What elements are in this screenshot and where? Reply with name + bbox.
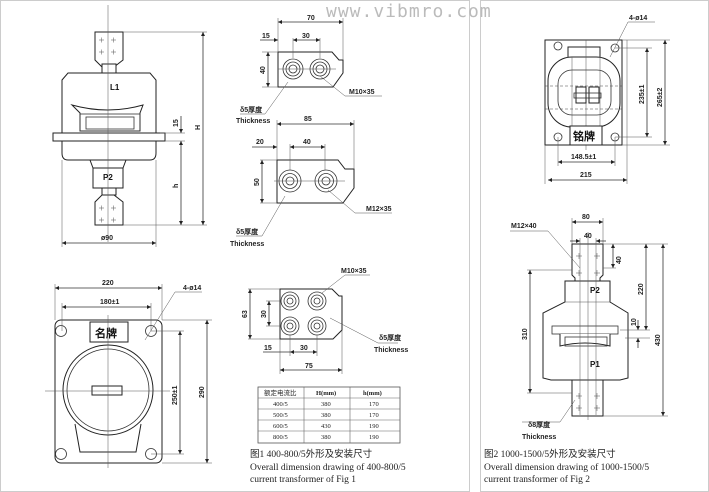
terminal-p2-label: P2	[103, 173, 113, 182]
dim-40: 40	[303, 139, 311, 146]
dim-30: 30	[302, 33, 310, 40]
dim-430: 430	[655, 334, 662, 346]
dim-75: 75	[305, 363, 313, 370]
dim-15: 15	[264, 345, 272, 352]
dim-30-vertical: 30	[261, 310, 268, 318]
bolt-label: M10×35	[349, 89, 375, 96]
thickness-cn: δ5厚度	[379, 333, 402, 342]
dim-180: 180±1	[100, 299, 120, 306]
fig1-caption-cn: 图1 400-800/5外形及安装尺寸	[250, 448, 373, 460]
table-cell: 800/5	[273, 434, 288, 441]
dim-148-5: 148.5±1	[571, 154, 596, 161]
fig1-base-view: 名牌 220 180±1 290 250±1 4-ø14	[45, 280, 212, 468]
dim-63: 63	[242, 310, 249, 318]
fig1-caption-en-2: current transformer of Fig 1	[250, 474, 356, 485]
table-cell: 190	[369, 434, 379, 441]
dim-250: 250±1	[172, 385, 179, 405]
table-header: h(mm)	[363, 390, 382, 397]
dim-265: 265±2	[657, 87, 664, 107]
fig2-side-view: 80 40 M12×40 40 220 10 430 310 P2 P1 δ8厚…	[510, 214, 668, 441]
table-cell: 380	[321, 412, 331, 419]
nameplate-label: 名牌	[95, 326, 117, 340]
dim-215: 215	[580, 172, 592, 179]
terminal-a-detail: 70 15 30 40 M10×35 δ5厚度 Thickness	[236, 15, 382, 125]
fig2-caption-en-2: current transformer of Fig 2	[484, 474, 590, 485]
dim-40: 40	[260, 66, 267, 74]
bolt-label: M12×40	[511, 223, 537, 230]
terminal-p1-label: P1	[590, 360, 600, 369]
bolt-label: M12×35	[366, 206, 392, 213]
dim-H: H	[195, 125, 202, 130]
thickness-en: Thickness	[522, 434, 556, 441]
holes-label: 4-ø14	[629, 15, 647, 22]
terminal-l1-label: L1	[110, 83, 120, 92]
dim-15: 15	[262, 33, 270, 40]
fig1-front-view: L1 P2 H h 15 ø90	[52, 5, 207, 247]
table-header: H(mm)	[316, 390, 336, 397]
dim-h: h	[173, 184, 180, 188]
dim-80: 80	[582, 214, 590, 221]
dim-85: 85	[304, 116, 312, 123]
nameplate-box	[569, 125, 603, 146]
thickness-cn: δ5厚度	[240, 105, 263, 114]
dim-50: 50	[254, 178, 261, 186]
terminal-c-detail: 63 30 15 30 75 M10×35 δ5厚度 Thickness	[242, 268, 408, 374]
terminal-p2-label: P2	[590, 286, 600, 295]
table-cell: 170	[369, 412, 379, 419]
watermark: www.vibmro.com	[326, 1, 492, 22]
dim-30: 30	[300, 345, 308, 352]
fig2-caption-en-1: Overall dimension drawing of 1000-1500/5	[484, 462, 649, 473]
thickness-en: Thickness	[230, 241, 264, 248]
table-header: 额定电流比	[264, 388, 297, 397]
table-cell: 600/5	[273, 423, 288, 430]
mounting-flange	[52, 132, 166, 142]
top-terminal-bar	[94, 31, 124, 68]
nameplate-box	[89, 321, 129, 343]
fig1-caption-en-1: Overall dimension drawing of 400-800/5	[250, 462, 406, 473]
table-cell: 190	[369, 423, 379, 430]
fig2-caption-cn: 图2 1000-1500/5外形及安装尺寸	[484, 448, 616, 460]
table-cell: 380	[321, 401, 331, 408]
thickness-en: Thickness	[374, 347, 408, 354]
thickness-cn: δ5厚度	[236, 227, 259, 236]
fig2-top-view: 铭牌 4-ø14 148.5±1 215 235±1 265±2	[544, 15, 670, 184]
dim-220: 220	[102, 280, 114, 287]
table-cell: 380	[321, 434, 331, 441]
dim-40-pitch: 40	[584, 233, 592, 240]
thickness-en: Thickness	[236, 118, 270, 125]
terminal-b-detail: 85 20 40 50 M12×35 δ5厚度 Thickness	[230, 116, 392, 248]
rating-table: 额定电流比 H(mm) h(mm) 400/5 380 170 500/5 380 17…	[257, 386, 401, 444]
dim-10: 10	[631, 318, 638, 326]
bottom-terminal-bar	[94, 194, 124, 226]
dim-diameter: ø90	[101, 235, 113, 242]
dim-310: 310	[522, 328, 529, 340]
dim-235: 235±1	[639, 84, 646, 104]
table-cell: 170	[369, 401, 379, 408]
table-cell: 430	[321, 423, 331, 430]
nameplate-label: 铭牌	[573, 129, 595, 143]
dim-290: 290	[199, 386, 206, 398]
thickness-cn: δ8厚度	[528, 420, 551, 429]
dim-40-vertical: 40	[616, 256, 623, 264]
table-cell: 500/5	[273, 412, 288, 419]
table-cell: 400/5	[273, 401, 288, 408]
bolt-label: M10×35	[341, 268, 367, 275]
dim-220: 220	[638, 283, 645, 295]
dim-15: 15	[173, 119, 180, 127]
dim-70: 70	[307, 15, 315, 22]
dim-20: 20	[256, 139, 264, 146]
holes-label: 4-ø14	[183, 285, 201, 292]
